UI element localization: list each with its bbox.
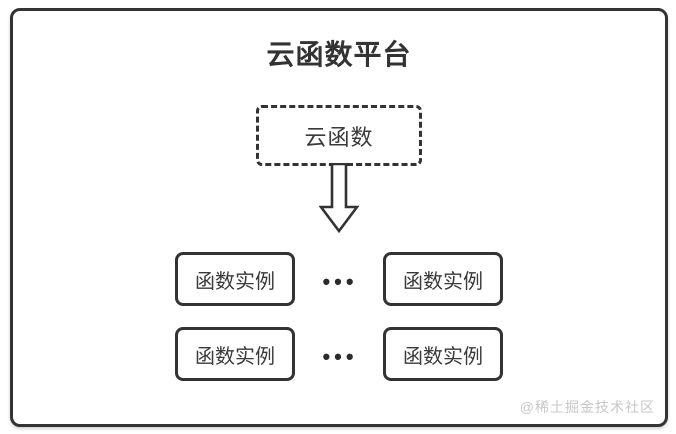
- diagram-title: 云函数平台: [266, 39, 412, 70]
- function-instance-node: 函数实例: [383, 252, 503, 306]
- function-instance-label: 函数实例: [195, 345, 275, 368]
- ellipsis-row1: •••: [322, 269, 358, 294]
- function-instance-label: 函数实例: [195, 270, 275, 293]
- platform-frame: 云函数平台 云函数 函数实例 ••• 函数实例 函数实例 ••• 函数实例 @稀…: [10, 8, 668, 427]
- cloud-function-node: 云函数: [256, 105, 422, 166]
- watermark: @稀土掘金技术社区: [519, 399, 655, 415]
- function-instance-node: 函数实例: [175, 327, 295, 381]
- function-instance-node: 函数实例: [383, 327, 503, 381]
- ellipsis-row2: •••: [322, 344, 358, 369]
- down-arrow-icon: [319, 163, 359, 233]
- function-instance-label: 函数实例: [403, 270, 483, 293]
- function-instance-node: 函数实例: [175, 252, 295, 306]
- cloud-function-label: 云函数: [304, 124, 374, 150]
- function-instance-label: 函数实例: [403, 345, 483, 368]
